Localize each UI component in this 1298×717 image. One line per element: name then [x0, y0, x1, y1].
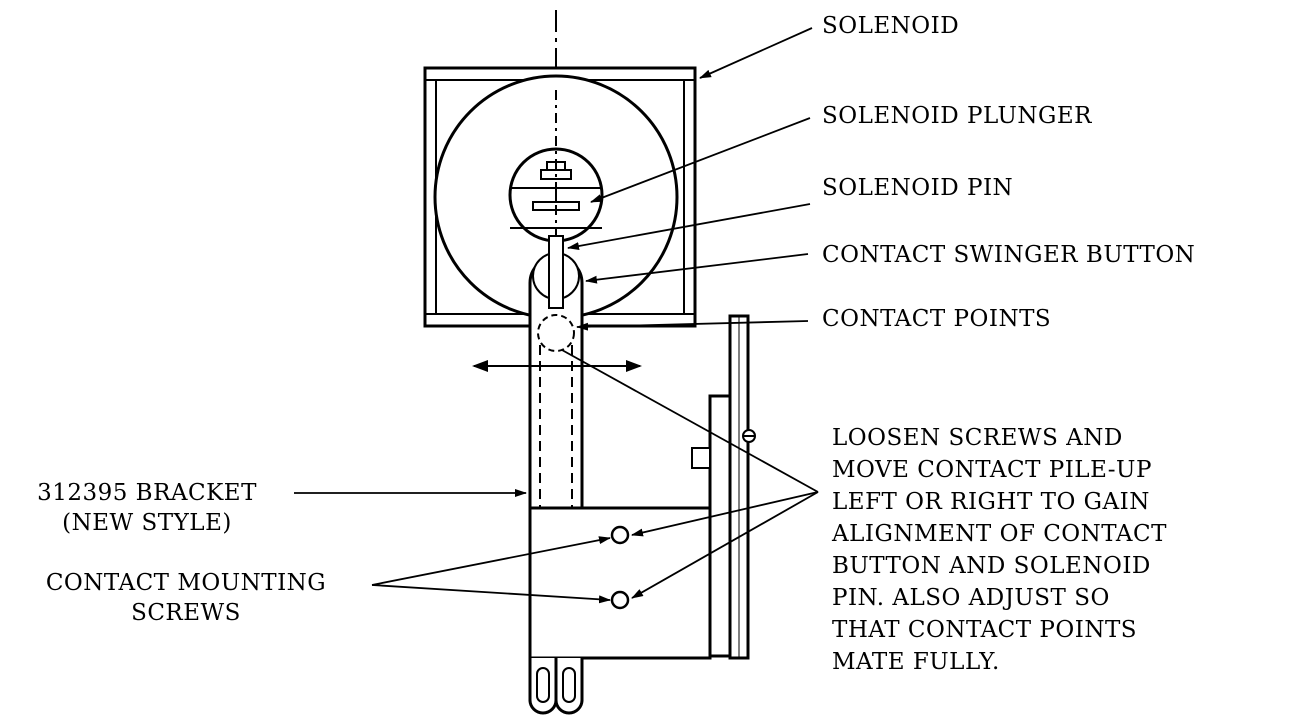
instruction-line: LEFT OR RIGHT TO GAIN [832, 489, 1150, 515]
instruction-line: THAT CONTACT POINTS [832, 617, 1138, 643]
contact-points [538, 315, 574, 351]
instruction-line: MATE FULLY. [832, 649, 1000, 675]
instruction-line: MOVE CONTACT PILE-UP [832, 457, 1152, 483]
side-screw-icon [692, 430, 755, 468]
instruction-line: LOOSEN SCREWS AND [832, 425, 1123, 451]
label-contact-points: CONTACT POINTS [822, 306, 1052, 332]
label-contact-mounting-screws: CONTACT MOUNTING SCREWS [0, 567, 372, 630]
label-solenoid-pin: SOLENOID PIN [822, 175, 1014, 201]
label-bracket-line2: (NEW STYLE) [62, 510, 232, 536]
label-solenoid: SOLENOID [822, 13, 960, 39]
label-mounting-line1: CONTACT MOUNTING [45, 570, 327, 596]
mounting-screw-upper [612, 527, 628, 543]
label-contact-swinger-button: CONTACT SWINGER BUTTON [822, 242, 1196, 268]
label-bracket: 312395 BRACKET (NEW STYLE) [2, 477, 292, 540]
mounting-screw-lower [612, 592, 628, 608]
arm-tabs [530, 658, 582, 713]
instruction-line: BUTTON AND SOLENOID [832, 553, 1151, 579]
instructions-block: LOOSEN SCREWS AND MOVE CONTACT PILE-UP L… [832, 422, 1167, 678]
leader-lines [294, 28, 818, 604]
solenoid-pin [549, 236, 563, 308]
label-solenoid-plunger: SOLENOID PLUNGER [822, 103, 1092, 129]
label-bracket-line1: 312395 BRACKET [37, 480, 257, 506]
label-mounting-line2: SCREWS [131, 600, 241, 626]
instruction-line: PIN. ALSO ADJUST SO [832, 585, 1110, 611]
instruction-line: ALIGNMENT OF CONTACT [832, 521, 1167, 547]
